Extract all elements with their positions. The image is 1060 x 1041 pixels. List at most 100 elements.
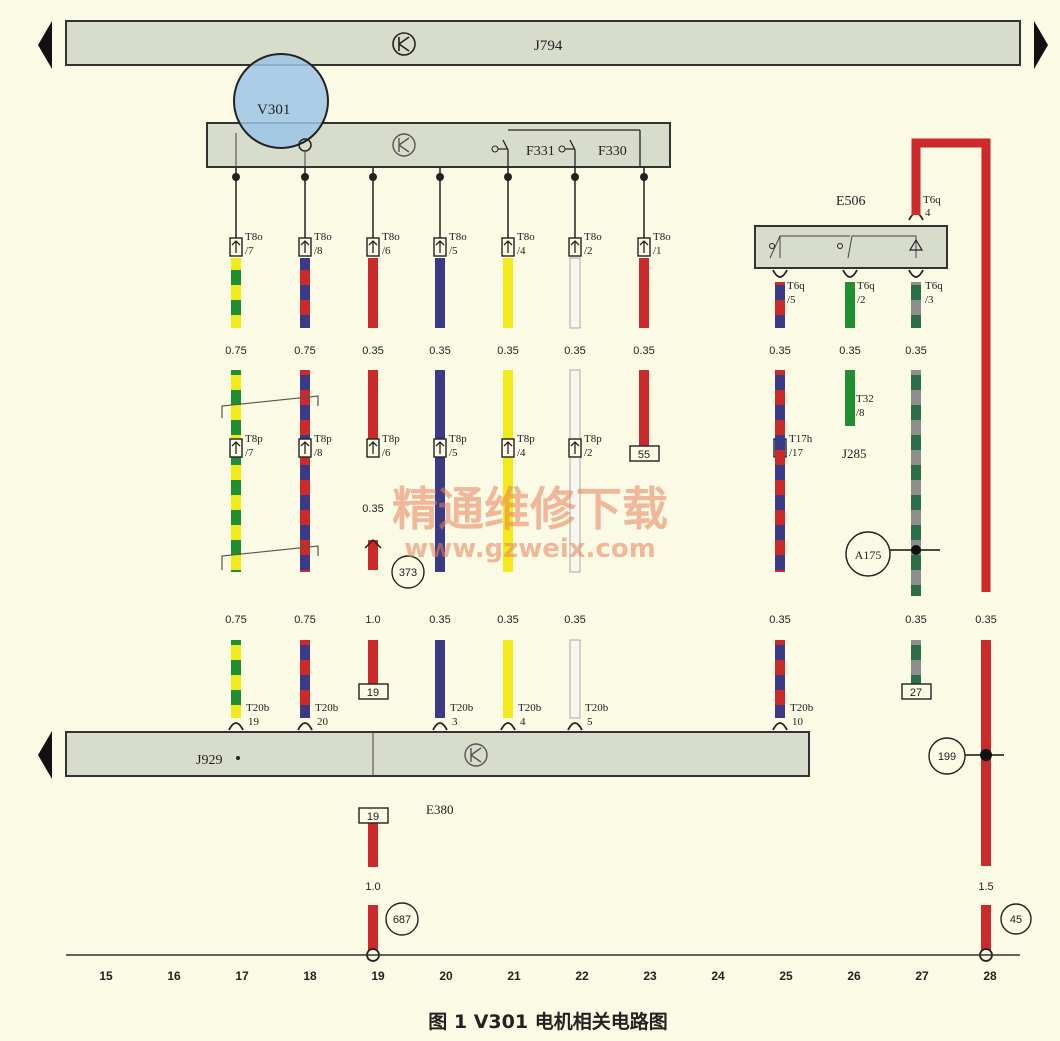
switch-f331-icon — [491, 129, 641, 167]
t20b-pin: 5 — [587, 716, 593, 728]
column-number: 24 — [711, 969, 725, 983]
t8o-pin: /8 — [314, 245, 323, 257]
t8p-pin: /6 — [382, 447, 391, 459]
wire-size: 0.75 — [294, 345, 315, 357]
wire-column-22 — [569, 167, 581, 719]
t20b-label: T20b — [450, 702, 474, 714]
label-e380: E380 — [426, 802, 453, 817]
wire-size: 0.75 — [294, 614, 315, 626]
t8p-pin: /2 — [584, 447, 593, 459]
t8o-label: T8o — [584, 231, 602, 243]
wire-column-17 — [231, 167, 241, 718]
t6q-label: T6q — [923, 194, 941, 206]
wire-size: 0.35 — [362, 345, 383, 357]
wire-size: 0.35 — [564, 345, 585, 357]
ref-box-27: 27 — [910, 687, 922, 699]
wire-column-25 — [775, 282, 785, 718]
t20b-label: T20b — [246, 702, 270, 714]
wire-column-20 — [435, 167, 445, 718]
column-number: 22 — [575, 969, 589, 983]
wire-size: 0.35 — [497, 345, 518, 357]
figure-caption: 图 1 V301 电机相关电路图 — [428, 1010, 667, 1033]
wire-size: 0.35 — [975, 614, 996, 626]
wire-size: 0.35 — [905, 345, 926, 357]
wire-size: 0.35 — [769, 345, 790, 357]
watermark-text: 精通维修下载 — [392, 482, 668, 536]
wire-column-19 — [364, 167, 382, 962]
t8p-label: T8p — [584, 433, 602, 445]
t8o-label: T8o — [314, 231, 332, 243]
label-f331: F331 — [526, 144, 555, 159]
t8o-label: T8o — [449, 231, 467, 243]
t8o-pin: /6 — [382, 245, 391, 257]
label-j794: J794 — [534, 38, 563, 54]
wire-size: 1.5 — [978, 881, 993, 893]
t8o-label: T8o — [245, 231, 263, 243]
t20b-label: T20b — [585, 702, 609, 714]
t8p-label: T8p — [449, 433, 467, 445]
t20b-pin: 19 — [248, 716, 260, 728]
t17h-pin: /17 — [789, 447, 804, 459]
module-e506: E506 — [754, 194, 948, 269]
wire-size: 0.75 — [225, 614, 246, 626]
t8o-pin: /1 — [653, 245, 662, 257]
t8p-pin: /8 — [314, 447, 323, 459]
column-number: 19 — [371, 969, 385, 983]
led-icon — [908, 238, 924, 251]
highlight-v301: V301 — [233, 53, 329, 152]
t8p-label: T8p — [382, 433, 400, 445]
t8o-label: T8o — [382, 231, 400, 243]
wire-size: 0.75 — [225, 345, 246, 357]
arrow-right-icon — [1034, 21, 1048, 69]
t20b-pin: 3 — [452, 716, 458, 728]
column-number: 21 — [507, 969, 521, 983]
wire-column-21 — [503, 167, 513, 718]
wire-size: 0.35 — [429, 345, 450, 357]
wire-size: 0.35 — [769, 614, 790, 626]
label-j285: J285 — [842, 446, 867, 461]
t6q-label: T6q — [787, 280, 805, 292]
column-number: 15 — [99, 969, 113, 983]
column-number: 27 — [915, 969, 929, 983]
t20b-label: T20b — [790, 702, 814, 714]
t8o-pin: /7 — [245, 245, 254, 257]
wire-size: 0.35 — [905, 614, 926, 626]
column-number: 25 — [779, 969, 793, 983]
t6q-label: T6q — [857, 280, 875, 292]
wire-column-26 — [845, 282, 855, 426]
ref-box-55: 55 — [638, 449, 650, 461]
wire-column-23 — [639, 167, 649, 446]
column-number: 28 — [983, 969, 997, 983]
t20b-pin: 20 — [317, 716, 329, 728]
t6q-pin: /5 — [787, 294, 796, 306]
watermark-url: www.gzweix.com — [404, 534, 656, 564]
wire-size: 0.35 — [564, 614, 585, 626]
t20b-pin: 4 — [520, 716, 526, 728]
wire-size: 0.35 — [633, 345, 654, 357]
twisted-pair-marker — [221, 395, 319, 570]
wire-column-27 — [890, 282, 940, 684]
t8p-pin: /7 — [245, 447, 254, 459]
t6q-label: T6q — [925, 280, 943, 292]
ref-circle-a175: A175 — [855, 548, 882, 562]
t8o-pin: /5 — [449, 245, 458, 257]
ref-circle-373: 373 — [399, 567, 417, 579]
connector-t6q-row — [772, 212, 924, 278]
t8p-label: T8p — [314, 433, 332, 445]
label-e506: E506 — [836, 194, 866, 209]
ref-box-19: 19 — [367, 811, 379, 823]
column-number: 17 — [235, 969, 249, 983]
wire-size: 0.35 — [429, 614, 450, 626]
ref-box-19: 19 — [367, 687, 379, 699]
column-number: 26 — [847, 969, 861, 983]
t6q-pin: 4 — [925, 207, 931, 219]
t8p-pin: /5 — [449, 447, 458, 459]
module-j794: J794 — [38, 20, 1048, 69]
label-j929: J929 — [196, 753, 222, 768]
connector-t20b-row — [228, 722, 788, 731]
column-number: 23 — [643, 969, 657, 983]
wire-size: 0.35 — [362, 503, 383, 515]
t8o-label: T8o — [653, 231, 671, 243]
column-numbers: 15 16 17 18 19 20 21 22 23 24 25 26 27 2… — [99, 969, 997, 983]
